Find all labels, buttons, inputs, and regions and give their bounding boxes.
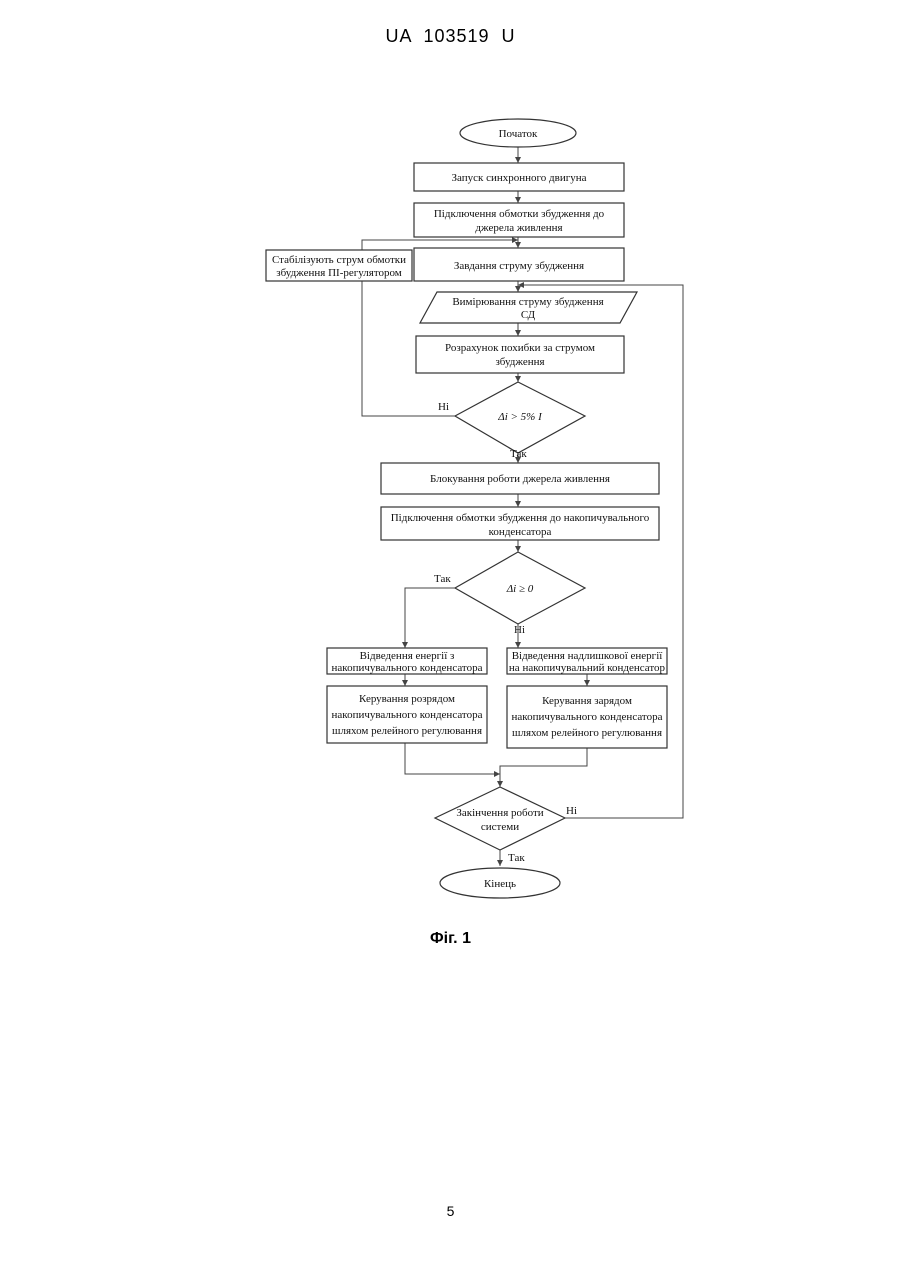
process-charge-control-line1: Керування зарядом	[542, 695, 632, 707]
process-charge-control-line2: накопичувального конденсатора	[512, 711, 663, 723]
process-excess-energy-line1: Відведення надлишкової енергії	[512, 650, 664, 662]
process-connect-winding-line2: джерела живлення	[475, 222, 562, 234]
process-connect-capacitor-line2: конденсатора	[489, 526, 552, 538]
process-block-source-label: Блокування роботи джерела живлення	[430, 473, 610, 485]
io-measure-current-line1: Вимірювання струму збудження	[452, 296, 603, 308]
end-label: Кінець	[484, 878, 516, 890]
process-pi-regulator-line2: збудження ПІ-регулятором	[276, 267, 402, 279]
process-calc-error-line1: Розрахунок похибки за струмом	[445, 342, 595, 354]
process-connect-winding-line1: Підключення обмотки збудження до	[434, 208, 605, 220]
process-pi-regulator-line1: Стабілізують струм обмотки	[272, 254, 406, 266]
process-charge-control-line3: шляхом релейного регулювання	[512, 727, 662, 739]
decision2-yes-label: Так	[434, 573, 451, 585]
decision1-yes-label: Так	[510, 448, 527, 460]
process-discharge-energy-line1: Відведення енергії з	[360, 650, 455, 662]
figure-caption: Фіг. 1	[0, 930, 901, 948]
decision-system-end-line1: Закінчення роботи	[456, 807, 543, 819]
page-number: 5	[0, 1203, 901, 1219]
process-connect-capacitor-line1: Підключення обмотки збудження до накопич…	[391, 512, 650, 524]
start-label: Початок	[499, 128, 538, 140]
process-set-current-label: Завдання струму збудження	[454, 260, 584, 272]
decision1-no-label: Ні	[438, 401, 449, 413]
decision3-yes-label: Так	[508, 852, 525, 864]
decision-system-end-line2: системи	[481, 821, 519, 833]
decision2-no-label: Ні	[514, 624, 525, 636]
process-start-motor-label: Запуск синхронного двигуна	[452, 172, 587, 184]
decision-error-sign-label: Δi ≥ 0	[506, 583, 534, 595]
process-discharge-control-line1: Керування розрядом	[359, 693, 455, 705]
process-discharge-control-line2: накопичувального конденсатора	[332, 709, 483, 721]
process-excess-energy-line2: на накопичувальний конденсатор	[509, 662, 666, 674]
process-discharge-control-line3: шляхом релейного регулювання	[332, 725, 482, 737]
process-calc-error-line2: збудження	[495, 356, 544, 368]
io-measure-current-line2: СД	[521, 309, 536, 321]
decision-error-threshold-label: Δi > 5% I	[497, 411, 543, 423]
decision3-no-label: Ні	[566, 805, 577, 817]
process-discharge-energy-line2: накопичувального конденсатора	[332, 662, 483, 674]
